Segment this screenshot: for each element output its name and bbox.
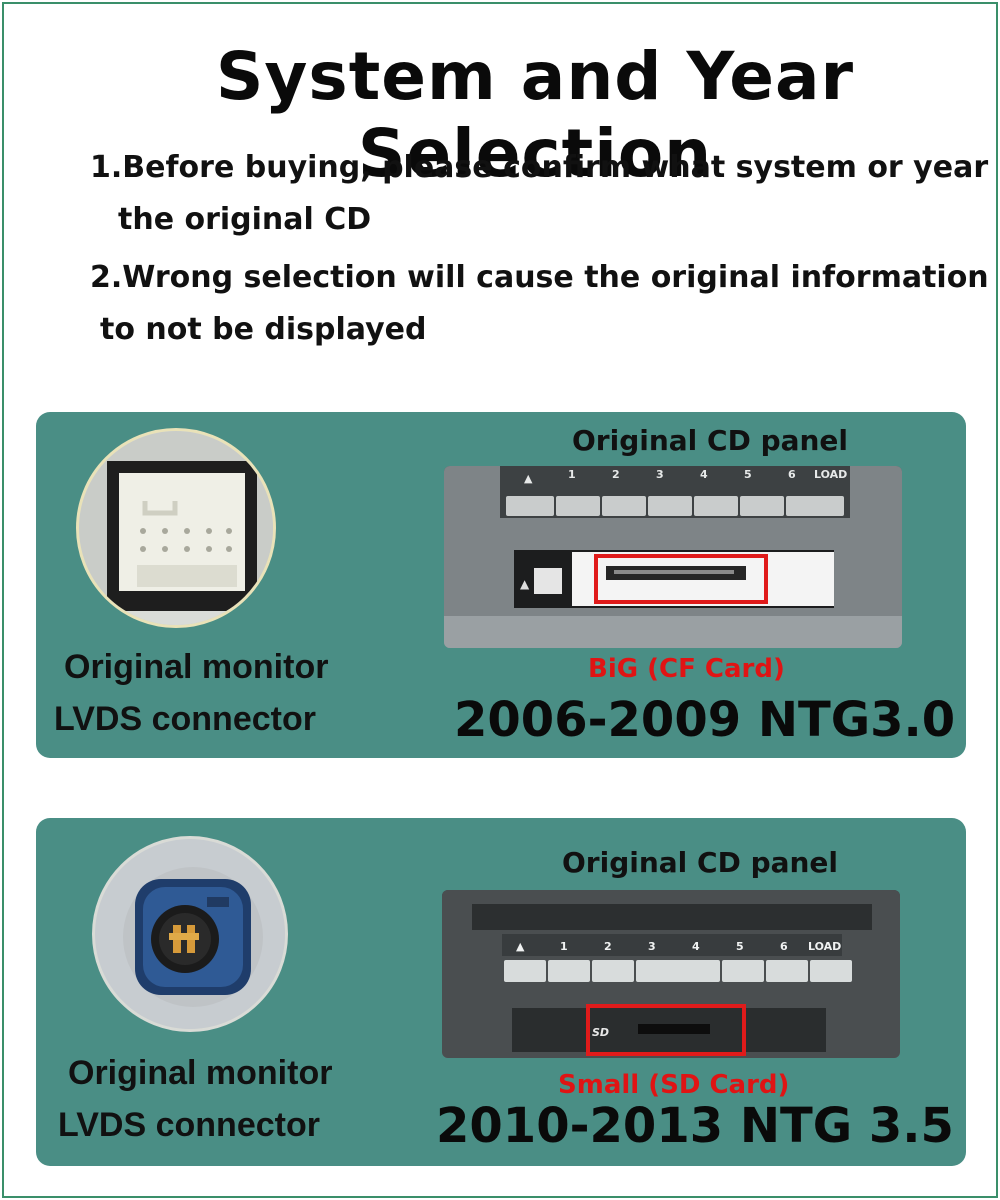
button-label-4: 4 (700, 468, 708, 481)
sd-logo: SD (592, 1026, 609, 1039)
button-label-6: 6 (788, 468, 796, 481)
button-label-load: LOAD (814, 468, 847, 481)
button-label-5: 5 (744, 468, 752, 481)
square-connector-icon (79, 431, 273, 625)
cd-panel-title: Original CD panel (572, 424, 849, 457)
note-1: 1.Before buying, please confirm what sys… (90, 150, 989, 185)
note-1-continued: the original CD (118, 202, 372, 237)
button-label-3: 3 (656, 468, 664, 481)
system-year-label: 2010-2013 NTG 3.5 (436, 1098, 954, 1154)
card-type-label: Small (SD Card) (558, 1070, 790, 1100)
note-2: 2.Wrong selection will cause the origina… (90, 260, 989, 295)
cd-panel-title: Original CD panel (562, 846, 839, 879)
option-card-ntg30[interactable]: Original monitor LVDS connector Original… (36, 412, 966, 758)
card-type-label: BiG (CF Card) (588, 654, 785, 684)
cd-panel-photo: ▲ 1 2 3 4 5 6 LOAD SD (442, 890, 900, 1058)
page-title: System and Year Selection (215, 38, 855, 192)
button-label-1: 1 (568, 468, 576, 481)
button-label-4: 4 (692, 940, 700, 953)
system-year-label: 2006-2009 NTG3.0 (454, 692, 956, 748)
note-2-continued: to not be displayed (100, 312, 427, 347)
sd-slot-highlight (586, 1004, 746, 1056)
lvds-connector-photo-round (92, 836, 288, 1032)
cf-slot-highlight (594, 554, 768, 604)
button-label-2: 2 (612, 468, 620, 481)
eject-icon: ▲ (516, 940, 525, 953)
button-label-6: 6 (780, 940, 788, 953)
button-label-load: LOAD (808, 940, 841, 953)
cd-panel-photo: ▲ 1 2 3 4 5 6 LOAD ▲ (444, 466, 902, 648)
connector-label: LVDS connector (58, 1106, 320, 1144)
cd-panel-sd-icon: ▲ 1 2 3 4 5 6 LOAD SD (442, 890, 900, 1058)
button-label-3: 3 (648, 940, 656, 953)
button-label-1: 1 (560, 940, 568, 953)
button-label-2: 2 (604, 940, 612, 953)
connector-label: LVDS connector (54, 700, 316, 738)
cd-panel-cf-icon: ▲ 1 2 3 4 5 6 LOAD ▲ (444, 466, 902, 648)
round-connector-icon (95, 839, 285, 1029)
eject-icon: ▲ (520, 577, 530, 591)
lvds-connector-photo-square (76, 428, 276, 628)
eject-icon: ▲ (524, 472, 533, 485)
monitor-label: Original monitor (68, 1054, 333, 1092)
button-label-5: 5 (736, 940, 744, 953)
monitor-label: Original monitor (64, 648, 329, 686)
option-card-ntg35[interactable]: Original monitor LVDS connector Original… (36, 818, 966, 1166)
